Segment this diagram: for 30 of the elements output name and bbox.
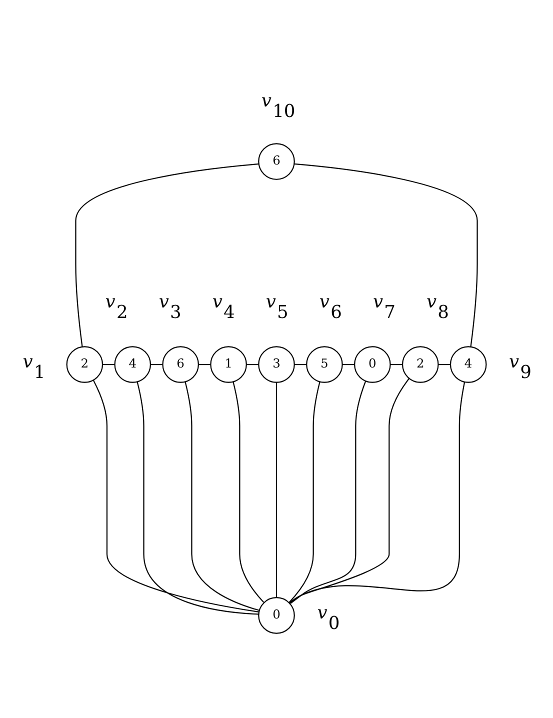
connector [290,380,366,604]
connector [246,363,258,365]
node-circle: 2 [402,346,439,382]
connector [294,363,306,365]
connector [438,363,450,365]
connector [184,381,260,610]
connector [198,363,210,365]
node-circle: 2 [66,346,104,382]
node-circle: 0 [354,346,391,382]
node-circle: 4 [450,346,487,382]
connector [289,378,410,604]
connector [288,381,320,602]
connector [75,162,259,346]
connector [294,162,478,346]
connector [92,380,260,612]
node-circle: 1 [210,346,247,382]
node-circle: 5 [306,346,343,382]
connector [276,382,278,597]
node-circle: 3 [258,346,295,382]
connector [232,381,264,602]
connector [390,363,402,365]
node-circle: 6 [162,346,199,382]
node-circle: 4 [114,346,152,382]
connector [289,382,466,603]
connector [102,363,114,365]
connector [150,363,162,365]
connector [342,363,354,365]
connector [136,381,259,614]
node-circle: 6 [258,142,295,180]
node-circle: 0 [258,596,295,634]
